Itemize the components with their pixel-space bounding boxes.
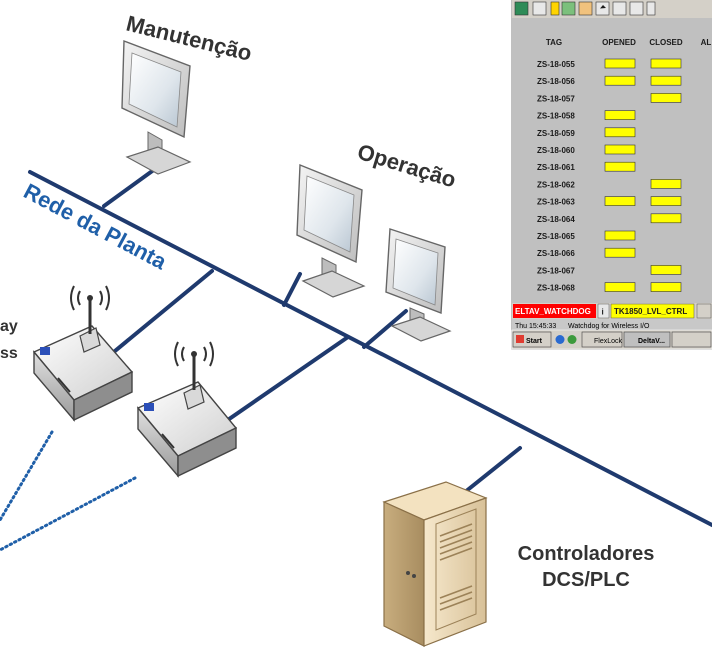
status-message: Watchdog for Wireless I/O (568, 323, 650, 330)
windows-logo-icon (516, 335, 524, 343)
alarm-watchdog-label: ELTAV_WATCHDOG (515, 307, 591, 316)
opened-indicator[interactable] (604, 75, 636, 86)
label-gateway-fragment-1: ay (0, 318, 18, 335)
opened-indicator[interactable] (604, 196, 636, 206)
toolbar-back-icon[interactable] (595, 1, 610, 16)
link-manutencao (102, 167, 157, 208)
tag-label: ZS-18-055 (537, 60, 575, 69)
opened-indicator[interactable] (604, 247, 636, 258)
tag-label: ZS-18-064 (537, 215, 575, 224)
alarm-tk1850-button[interactable] (610, 303, 695, 319)
opened-indicator[interactable] (604, 110, 636, 120)
taskbar-deltav[interactable] (623, 331, 671, 348)
toolbar-cursor-icon[interactable] (532, 1, 547, 16)
link-operacao-2 (362, 309, 408, 349)
toolbar-detail-icon[interactable] (629, 1, 644, 16)
plant-network-backbone (28, 170, 712, 527)
label-operacao: Operação (355, 139, 459, 193)
gateway-2-led-icon (144, 403, 154, 411)
closed-indicator[interactable] (650, 265, 682, 275)
gateway-1-led-icon (40, 347, 50, 355)
opened-indicator[interactable] (604, 127, 636, 138)
tag-label: ZS-18-061 (537, 163, 575, 172)
controller-cabinet (382, 481, 488, 647)
opened-indicator[interactable] (604, 282, 636, 292)
tag-label: ZS-18-062 (537, 180, 575, 189)
monitor-manutencao (121, 39, 192, 175)
wireless-gateway-2 (136, 341, 238, 478)
wireless-link-1 (0, 430, 54, 522)
closed-indicator[interactable] (650, 58, 682, 69)
alarm-banner: ELTAV_WATCHDOG i TK1850_LVL_CTRL (512, 303, 712, 319)
label-dcs-plc: DCS/PLC (542, 569, 630, 591)
toolbar-grid-icon[interactable] (514, 1, 529, 16)
taskbar-deltav-label: DeltaV... (638, 338, 665, 345)
col-header-closed: CLOSED (649, 38, 683, 47)
monitor-operacao-1 (296, 163, 366, 298)
hmi-screenshot: TAG OPENED CLOSED AL ZS-18-055ZS-18-056Z… (511, 0, 712, 350)
alarm-tk1850-label: TK1850_LVL_CTRL (614, 307, 687, 316)
alarm-watchdog-button[interactable] (513, 304, 596, 318)
wireless-gateway-1 (32, 285, 134, 422)
wireless-links (0, 430, 137, 552)
antenna-1-icon (87, 295, 93, 301)
tag-label: ZS-18-067 (537, 266, 575, 275)
col-header-al: AL (701, 38, 712, 47)
hmi-rows: ZS-18-055ZS-18-056ZS-18-057ZS-18-058ZS-1… (537, 58, 682, 293)
closed-indicator[interactable] (650, 93, 682, 103)
tag-label: ZS-18-060 (537, 146, 575, 155)
closed-indicator[interactable] (650, 75, 682, 86)
tag-label: ZS-18-065 (537, 232, 575, 241)
toolbar-bar-icon[interactable] (550, 1, 560, 16)
wireless-link-2 (0, 476, 137, 552)
taskbar-item-3[interactable] (671, 331, 712, 348)
label-controladores: Controladores (518, 543, 655, 565)
toolbar-extra-icon[interactable] (646, 1, 656, 16)
tag-label: ZS-18-057 (537, 94, 575, 103)
taskbar-flexlock-label: FlexLock (594, 338, 623, 345)
toolbar-folder-icon[interactable] (578, 1, 593, 16)
app-icon[interactable] (567, 335, 577, 344)
toolbar-display-icon[interactable] (561, 1, 576, 16)
tag-label: ZS-18-058 (537, 112, 575, 121)
label-gateway-fragment-2: ss (0, 345, 18, 362)
closed-indicator[interactable] (650, 179, 682, 189)
tag-label: ZS-18-059 (537, 129, 575, 138)
monitor-operacao-2 (385, 228, 452, 342)
opened-indicator[interactable] (604, 230, 636, 241)
link-operacao-1 (282, 272, 302, 307)
alarm-info-icon[interactable] (597, 303, 610, 319)
col-header-opened: OPENED (602, 38, 636, 47)
start-label: Start (526, 338, 543, 345)
tag-label: ZS-18-063 (537, 198, 575, 207)
hmi-toolbar (512, 0, 712, 18)
taskbar: Start FlexLock DeltaV... (511, 329, 712, 350)
tag-label: ZS-18-068 (537, 284, 575, 293)
closed-indicator[interactable] (650, 213, 682, 224)
toolbar-window-icon[interactable] (612, 1, 627, 16)
closed-indicator[interactable] (650, 196, 682, 206)
label-rede-da-planta: Rede da Planta (20, 178, 172, 274)
opened-indicator[interactable] (604, 161, 636, 172)
browser-icon[interactable] (555, 335, 565, 344)
col-header-tag: TAG (546, 38, 562, 47)
antenna-2-icon (191, 351, 197, 357)
link-gateway-1 (96, 269, 214, 367)
tag-label: ZS-18-066 (537, 249, 575, 258)
status-time: Thu 15:45:33 (515, 323, 556, 330)
opened-indicator[interactable] (604, 144, 636, 155)
opened-indicator[interactable] (604, 58, 636, 69)
closed-indicator[interactable] (650, 282, 682, 292)
taskbar-flexlock[interactable] (581, 331, 623, 348)
alarm-info-glyph: i (602, 308, 604, 317)
tag-label: ZS-18-056 (537, 77, 575, 86)
